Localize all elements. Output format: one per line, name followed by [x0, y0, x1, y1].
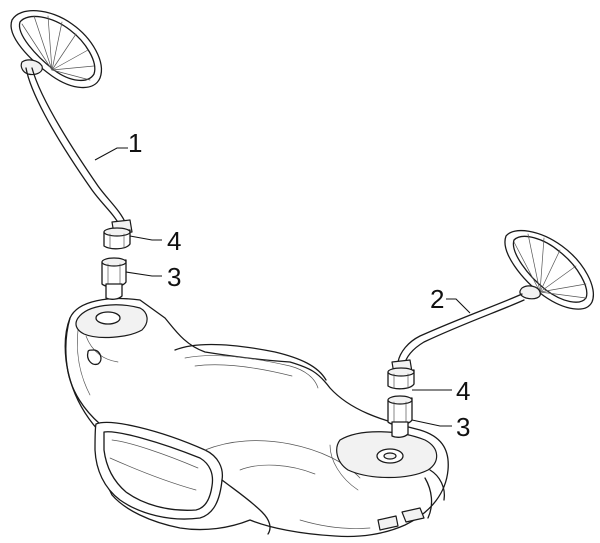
callout-left-adapter: 3 [167, 262, 181, 292]
leader-lines [94, 147, 471, 427]
left-nut [103, 227, 131, 250]
right-nut [387, 367, 415, 390]
handlebar-cover [64, 297, 449, 538]
callout-left-nut: 4 [167, 226, 181, 256]
callout-right-mirror: 2 [430, 284, 444, 314]
callout-right-nut: 4 [456, 376, 470, 406]
right-adapter [387, 395, 413, 438]
callout-left-mirror: 1 [128, 128, 142, 158]
right-mirror [391, 229, 594, 375]
callout-right-adapter: 3 [456, 412, 470, 442]
left-mirror [10, 9, 133, 235]
left-adapter [101, 257, 127, 300]
